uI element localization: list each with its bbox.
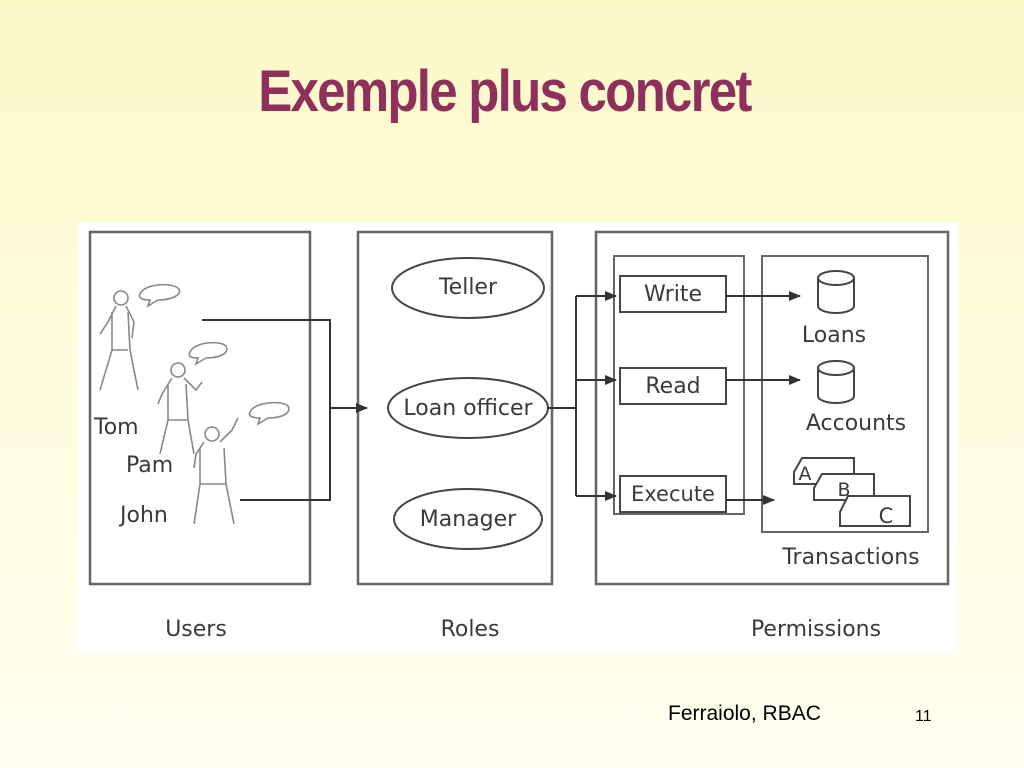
permissions-heading: Permissions bbox=[751, 617, 881, 642]
page-number: 11 bbox=[915, 708, 932, 725]
operation-label: Execute bbox=[631, 482, 715, 506]
operations-box bbox=[613, 255, 745, 515]
rbac-diagram-svg: Tom Pam John Teller Loan officer Manager… bbox=[88, 230, 950, 642]
user-name: Tom bbox=[93, 415, 139, 440]
user-connector bbox=[202, 319, 331, 501]
operation-box-write bbox=[619, 275, 727, 313]
object-label: Accounts bbox=[806, 411, 906, 436]
users-panel bbox=[88, 230, 312, 586]
document-icon bbox=[839, 495, 911, 527]
transaction-doc-label: A bbox=[799, 463, 812, 485]
database-icon bbox=[817, 270, 855, 314]
source-citation: Ferraiolo, RBAC bbox=[668, 702, 821, 725]
role-ellipse-manager bbox=[393, 488, 543, 550]
database-icon bbox=[817, 360, 855, 404]
operation-box-execute bbox=[619, 475, 727, 513]
user-name: John bbox=[118, 503, 168, 528]
user-name: Pam bbox=[126, 453, 173, 478]
user-figure-icon bbox=[193, 401, 290, 525]
slide-title: Exemple plus concret bbox=[258, 59, 752, 124]
operation-box-read bbox=[619, 367, 727, 405]
transaction-doc-label: C bbox=[879, 504, 894, 528]
role-ellipse-teller bbox=[391, 257, 545, 319]
objects-box bbox=[761, 255, 929, 533]
users-heading: Users bbox=[165, 617, 227, 642]
operation-label: Write bbox=[644, 282, 702, 307]
roles-heading: Roles bbox=[441, 617, 500, 642]
user-figure-icon bbox=[157, 341, 228, 455]
role-permission-connector bbox=[548, 296, 577, 496]
transactions-label: Transactions bbox=[781, 545, 919, 570]
role-label: Loan officer bbox=[403, 396, 533, 421]
document-icon bbox=[813, 473, 875, 501]
user-figures bbox=[99, 283, 290, 525]
operation-label: Read bbox=[645, 374, 700, 399]
permissions-panel bbox=[594, 230, 950, 586]
object-label: Loans bbox=[802, 323, 866, 348]
rbac-diagram: Tom Pam John Teller Loan officer Manager… bbox=[78, 222, 958, 654]
transaction-doc-label: B bbox=[837, 479, 850, 501]
user-figure-icon bbox=[99, 283, 181, 391]
role-label: Manager bbox=[420, 507, 517, 532]
role-label: Teller bbox=[438, 275, 498, 300]
